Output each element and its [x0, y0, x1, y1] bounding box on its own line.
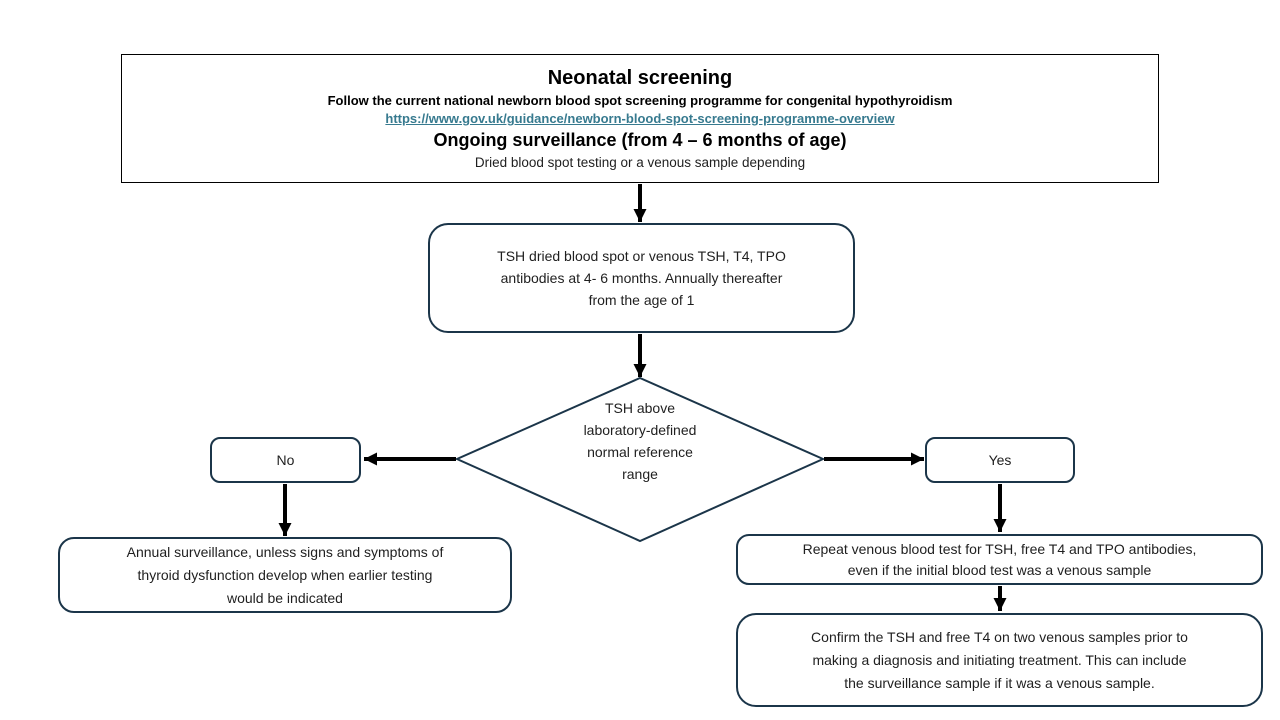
annual-surveillance-line: Annual surveillance, unless signs and sy…	[126, 543, 444, 560]
repeat-test-line: even if the initial blood test was a ven…	[847, 561, 1152, 578]
initial-test-box: TSH dried blood spot or venous TSH, T4, …	[428, 223, 855, 333]
decision-line: laboratory-defined	[583, 422, 697, 438]
initial-test-line: antibodies at 4- 6 months. Annually ther…	[500, 270, 783, 286]
confirm-diagnosis-line: making a diagnosis and initiating treatm…	[812, 651, 1187, 668]
no-label: No	[276, 452, 295, 468]
surveillance-subtext: Dried blood spot testing or a venous sam…	[474, 155, 806, 170]
initial-test-line: from the age of 1	[588, 292, 695, 308]
annual-surveillance-line: would be indicated	[227, 589, 343, 606]
decision-label: TSH above laboratory-defined normal refe…	[560, 397, 720, 485]
no-branch-box: No	[210, 437, 361, 483]
yes-branch-box: Yes	[925, 437, 1075, 483]
yes-label: Yes	[988, 452, 1012, 468]
confirm-diagnosis-line: Confirm the TSH and free T4 on two venou…	[811, 628, 1188, 645]
decision-line: normal reference	[587, 444, 693, 460]
surveillance-heading: Ongoing surveillance (from 4 – 6 months …	[433, 130, 847, 150]
confirm-diagnosis-box: Confirm the TSH and free T4 on two venou…	[736, 613, 1263, 707]
annual-surveillance-box: Annual surveillance, unless signs and sy…	[58, 537, 512, 613]
header-box: Neonatal screening Follow the current na…	[121, 54, 1159, 183]
page-title: Neonatal screening	[547, 67, 733, 89]
initial-test-line: TSH dried blood spot or venous TSH, T4, …	[497, 248, 786, 264]
confirm-diagnosis-line: the surveillance sample if it was a veno…	[844, 674, 1155, 691]
repeat-test-box: Repeat venous blood test for TSH, free T…	[736, 534, 1263, 585]
screening-programme-link[interactable]: https://www.gov.uk/guidance/newborn-bloo…	[385, 111, 895, 126]
decision-line: TSH above	[604, 400, 676, 416]
repeat-test-line: Repeat venous blood test for TSH, free T…	[802, 540, 1197, 557]
annual-surveillance-line: thyroid dysfunction develop when earlier…	[137, 566, 433, 583]
decision-line: range	[622, 466, 658, 482]
header-subtitle: Follow the current national newborn bloo…	[327, 93, 953, 108]
